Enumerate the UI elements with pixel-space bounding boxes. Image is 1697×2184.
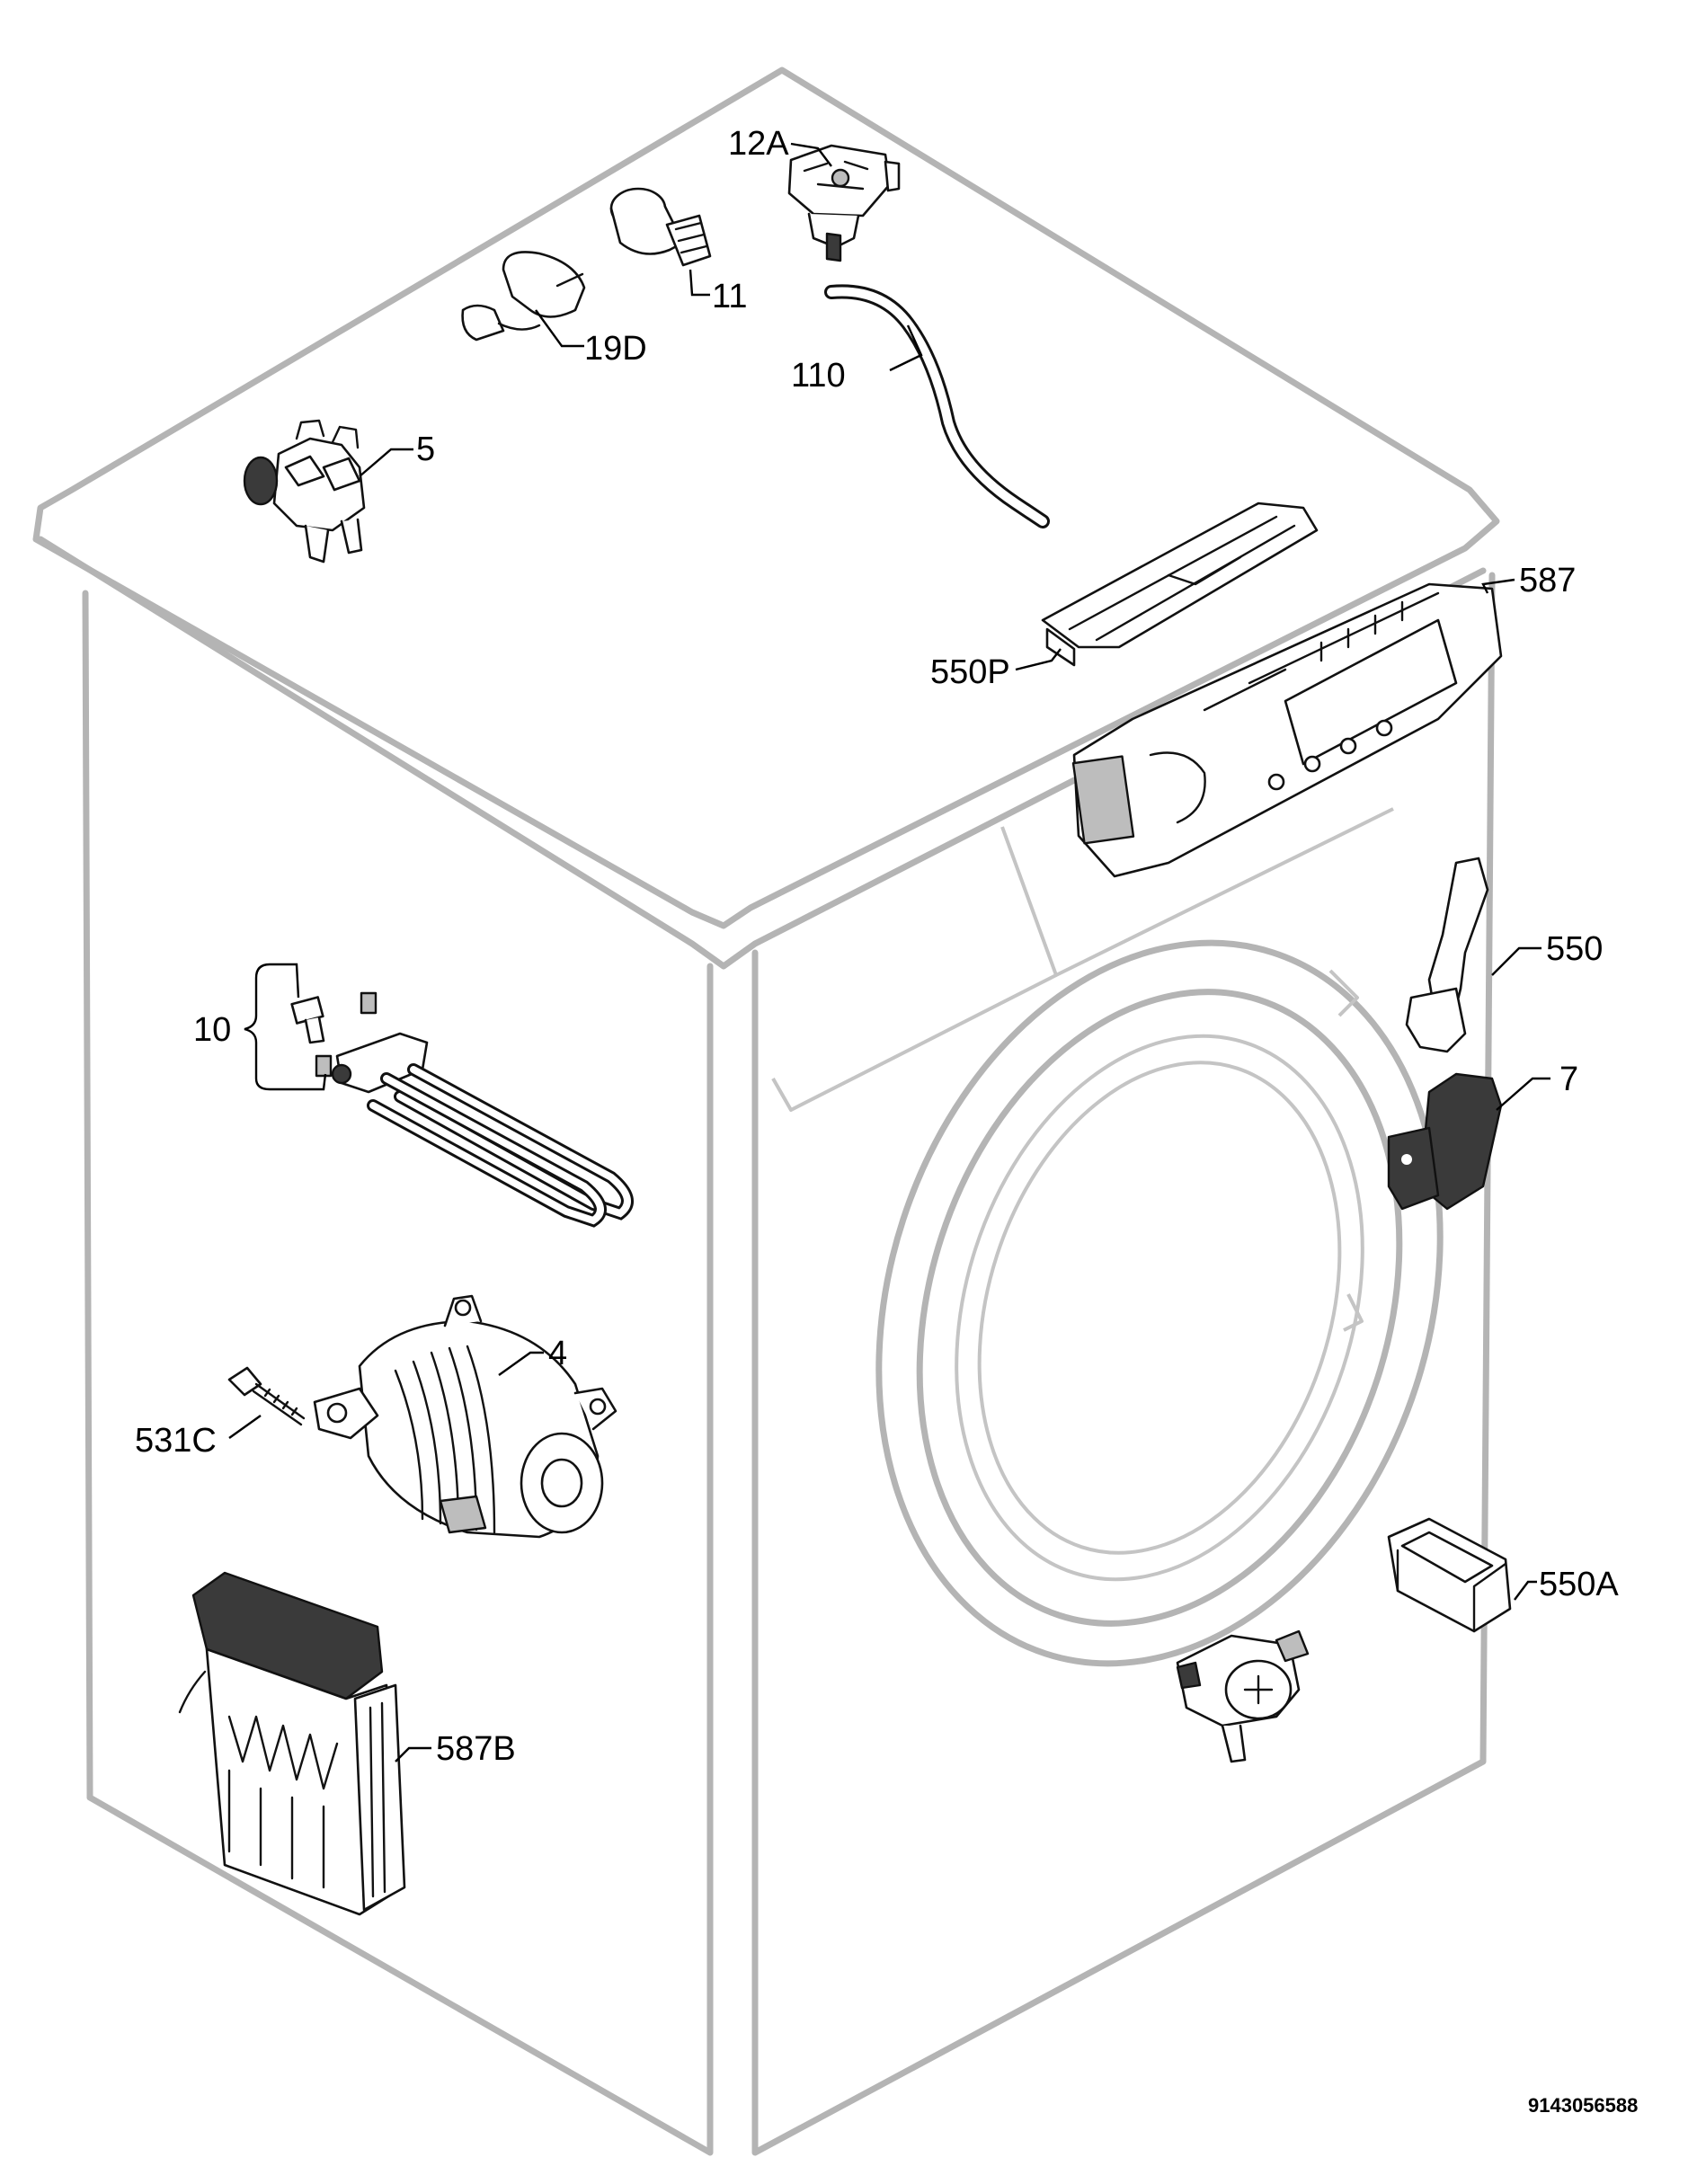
callout-110: 110 xyxy=(791,357,846,395)
cover-part-550A xyxy=(1387,1517,1512,1633)
sensor-part-19D xyxy=(461,251,586,342)
suppressor-part-11 xyxy=(609,187,712,267)
callout-550P: 550P xyxy=(930,653,1010,691)
door-handle-part-550 xyxy=(1405,857,1489,1053)
callout-550: 550 xyxy=(1546,930,1603,968)
cabinet-outline xyxy=(32,67,1500,2156)
callout-4: 4 xyxy=(548,1335,567,1372)
drain-pump-part xyxy=(1176,1629,1310,1763)
callout-5: 5 xyxy=(416,431,435,468)
callout-labels: 12A 11 19D 110 5 587 550P 550 10 7 4 531… xyxy=(135,125,1619,1768)
callout-587: 587 xyxy=(1519,562,1576,599)
pressure-hose-part-110 xyxy=(824,284,1050,528)
document-number: 9143056588 xyxy=(1528,2094,1638,2117)
inlet-valve-part-5 xyxy=(243,419,366,564)
control-board-part-587 xyxy=(1071,582,1503,878)
callout-7: 7 xyxy=(1559,1061,1578,1098)
callout-12A: 12A xyxy=(728,125,789,163)
callout-11: 11 xyxy=(712,278,747,315)
callout-550A: 550A xyxy=(1539,1566,1619,1603)
callout-531C: 531C xyxy=(135,1422,217,1460)
leader-lines xyxy=(228,142,1550,1762)
callout-587B: 587B xyxy=(436,1730,516,1768)
pressure-switch-part-12A xyxy=(787,144,901,262)
screw-part-531C xyxy=(227,1366,306,1426)
callout-10: 10 xyxy=(193,1011,231,1049)
power-module-part-587B xyxy=(178,1571,406,1916)
callout-19D: 19D xyxy=(584,330,647,368)
motor-part-4 xyxy=(313,1294,617,1539)
door-lock-part-7 xyxy=(1387,1072,1503,1211)
dispenser-part-550P xyxy=(1041,502,1319,667)
heating-element-part-10 xyxy=(290,991,634,1228)
